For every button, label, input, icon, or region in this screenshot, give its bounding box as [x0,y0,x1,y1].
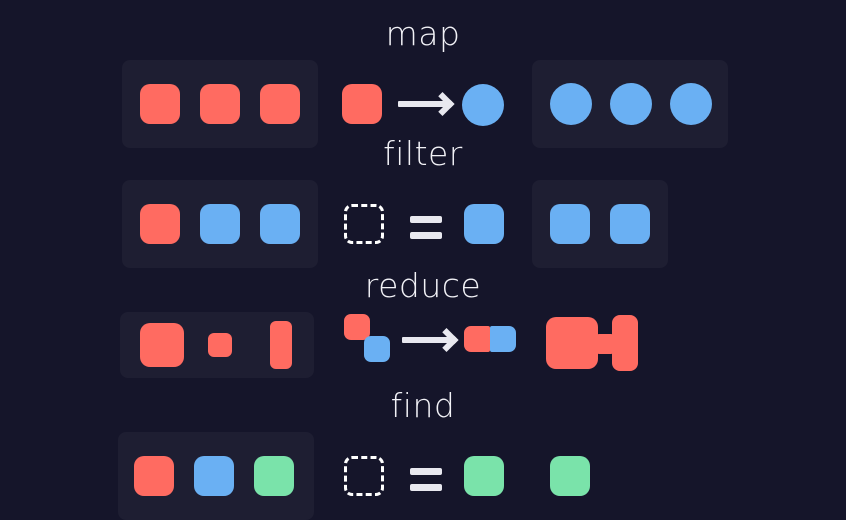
reduce-combined-right [490,326,516,352]
reduce-input-item-1 [140,323,184,367]
find-input-item-1 [134,456,174,496]
map-output-panel [532,60,728,148]
reduce-input-item-2 [208,333,232,357]
map-transform-result-circle [462,84,504,126]
filter-output-item-2 [610,204,650,244]
reduce-output-group [546,312,650,378]
reduce-output-merged-shape [546,312,650,378]
map-output-item-3 [670,83,712,125]
filter-input-item-2 [200,204,240,244]
filter-input-item-3 [260,204,300,244]
map-input-item-3 [260,84,300,124]
reduce-current-square [364,336,390,362]
find-predicate-group [342,432,510,520]
row-label-map: map [385,14,461,53]
filter-predicate-placeholder-icon [344,204,384,244]
map-output-item-1 [550,83,592,125]
equals-icon [410,216,442,239]
reduce-input-item-3 [270,321,292,369]
diagram-row-map: map [0,14,846,148]
find-output-group [532,432,612,520]
map-output-item-2 [610,83,652,125]
diagram-row-find: find [0,386,846,520]
diagram-row-filter: filter [0,134,846,268]
map-transform-source-square [342,84,382,124]
find-input-item-3 [254,456,294,496]
arrow-icon [402,327,459,353]
reduce-combined-left [464,326,490,352]
find-predicate-match-square [464,456,504,496]
map-transform-group [342,60,510,148]
row-label-find: find [390,386,456,425]
filter-output-item-1 [550,204,590,244]
row-label-filter: filter [383,134,463,173]
row-label-reduce: reduce [364,266,482,305]
reduce-input-panel [120,312,314,378]
find-predicate-placeholder-icon [344,456,384,496]
filter-predicate-group [342,180,510,268]
find-output-item-1 [550,456,590,496]
map-input-panel [122,60,318,148]
arrow-icon [398,91,455,117]
diagram-row-reduce: reduce [0,266,846,396]
map-input-item-2 [200,84,240,124]
reduce-transform-group [340,306,520,386]
filter-input-item-1 [140,204,180,244]
find-input-panel [118,432,314,520]
find-input-item-2 [194,456,234,496]
map-input-item-1 [140,84,180,124]
filter-predicate-match-square [464,204,504,244]
equals-icon [410,468,442,491]
filter-output-panel [532,180,668,268]
filter-input-panel [122,180,318,268]
reduce-accumulator-square [344,314,370,340]
